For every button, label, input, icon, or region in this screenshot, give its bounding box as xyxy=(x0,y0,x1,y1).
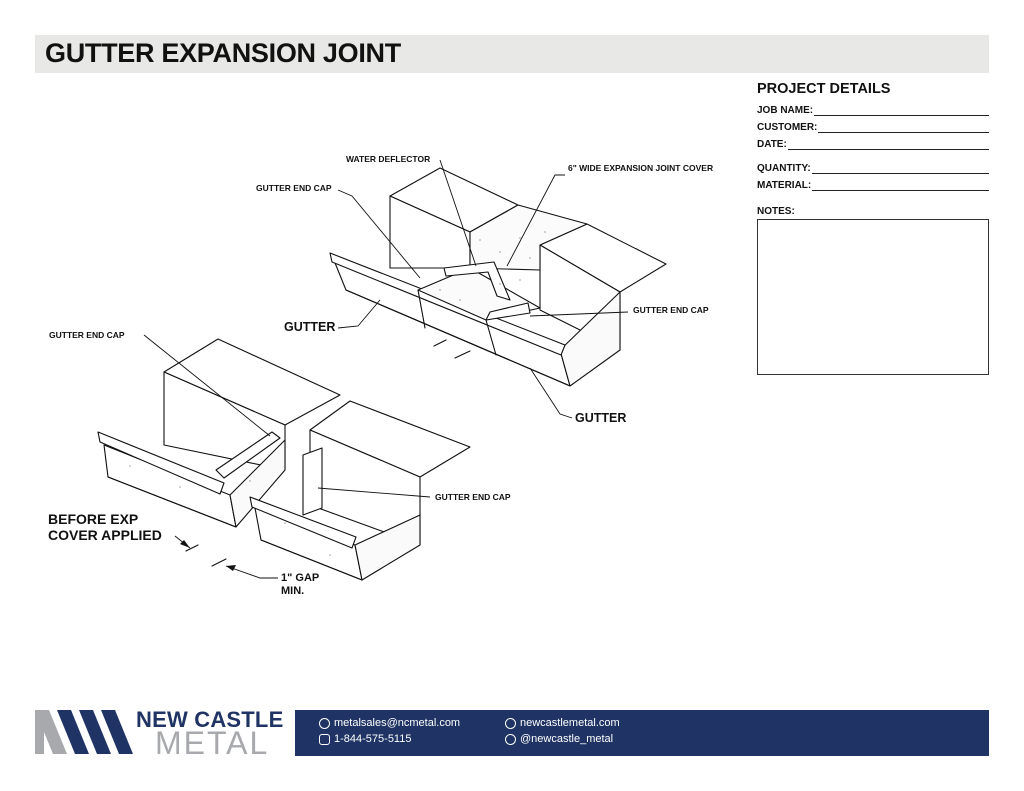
leader-expansion-cover xyxy=(506,174,565,267)
concrete-speckles xyxy=(129,231,546,556)
label-gutter-end-cap-3: GUTTER END CAP xyxy=(49,330,125,340)
quantity-field[interactable]: QUANTITY: xyxy=(757,163,989,174)
date-field[interactable]: DATE: xyxy=(757,139,989,150)
social-text: @newcastle_metal xyxy=(520,733,614,745)
label-gutter-1: GUTTER xyxy=(284,320,336,334)
quantity-label: QUANTITY: xyxy=(757,163,811,174)
brand-name-top: NEW CASTLE xyxy=(136,707,284,732)
material-label: MATERIAL: xyxy=(757,180,812,191)
leader-end-cap-3 xyxy=(143,334,271,437)
water-deflector xyxy=(443,261,511,301)
website-text: newcastlemetal.com xyxy=(520,717,620,729)
instagram-icon xyxy=(505,733,516,745)
label-cover-applied: COVER APPLIED xyxy=(48,527,162,543)
material-line xyxy=(812,181,989,191)
label-gap-min: MIN. xyxy=(281,585,305,597)
notes-label: NOTES: xyxy=(757,206,795,217)
title-bar: GUTTER EXPANSION JOINT xyxy=(35,35,989,73)
website-contact[interactable]: newcastlemetal.com xyxy=(505,717,620,729)
label-gutter-2: GUTTER xyxy=(575,411,627,425)
leader-gap xyxy=(225,565,278,579)
notes-box[interactable] xyxy=(757,219,989,375)
phone-text: 1-844-575-5115 xyxy=(334,733,412,745)
upper-gutter xyxy=(329,252,621,387)
date-label: DATE: xyxy=(757,139,787,150)
footer-contact-bar: metalsales@ncmetal.com 1-844-575-5115 ne… xyxy=(295,710,989,756)
leader-water-deflector xyxy=(439,159,477,267)
label-before-exp: BEFORE EXP xyxy=(48,511,139,527)
email-contact[interactable]: metalsales@ncmetal.com xyxy=(319,717,460,729)
leader-end-cap-1 xyxy=(337,189,421,279)
date-line xyxy=(787,140,989,150)
job-name-field[interactable]: JOB NAME: xyxy=(757,105,989,116)
label-gutter-end-cap-1: GUTTER END CAP xyxy=(256,183,332,193)
email-icon xyxy=(319,717,330,729)
label-gap: 1" GAP xyxy=(281,572,320,584)
brand-name-bottom: METAL xyxy=(155,725,270,761)
newcastle-logo-icon xyxy=(35,710,133,754)
leader-gutter-1 xyxy=(337,299,381,329)
material-field[interactable]: MATERIAL: xyxy=(757,180,989,191)
social-contact[interactable]: @newcastle_metal xyxy=(505,733,613,745)
customer-label: CUSTOMER: xyxy=(757,122,818,133)
project-details-heading: PROJECT DETAILS xyxy=(757,81,891,97)
lower-left-gutter xyxy=(97,431,286,528)
job-name-label: JOB NAME: xyxy=(757,105,814,116)
label-water-deflector: WATER DEFLECTOR xyxy=(346,154,431,164)
leader-end-cap-4 xyxy=(317,487,431,498)
page-title: GUTTER EXPANSION JOINT xyxy=(45,38,401,68)
globe-icon xyxy=(505,717,516,729)
quantity-line xyxy=(811,164,989,174)
label-gutter-end-cap-4: GUTTER END CAP xyxy=(435,492,511,502)
phone-icon xyxy=(319,733,330,745)
label-gutter-end-cap-2: GUTTER END CAP xyxy=(633,305,709,315)
phone-contact[interactable]: 1-844-575-5115 xyxy=(319,733,411,745)
customer-field[interactable]: CUSTOMER: xyxy=(757,122,989,133)
leader-end-cap-2 xyxy=(529,311,629,317)
email-text: metalsales@ncmetal.com xyxy=(334,717,461,729)
job-name-line xyxy=(814,106,989,116)
customer-line xyxy=(818,123,989,133)
label-expansion-cover: 6" WIDE EXPANSION JOINT COVER xyxy=(568,163,714,173)
lower-right-block xyxy=(309,400,471,546)
leader-gutter-2 xyxy=(529,367,573,419)
lower-right-gutter xyxy=(249,447,421,581)
